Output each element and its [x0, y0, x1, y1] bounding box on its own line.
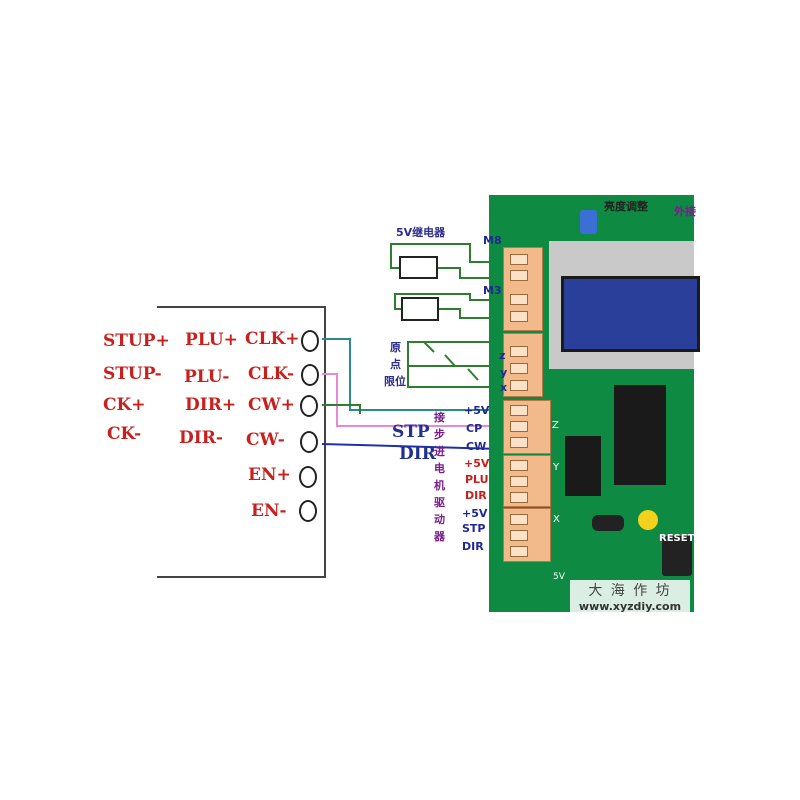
watermark-url: www.xyzdiy.com: [578, 600, 682, 613]
header-pin: [510, 405, 528, 416]
buzzer: [638, 510, 658, 530]
terminal-cw-plus: [300, 395, 318, 417]
terminal-cw-minus: [300, 431, 318, 453]
axis-letter-x: X: [553, 514, 560, 525]
alt-label-stup-plus: STUP+: [103, 331, 170, 351]
header-pin: [510, 460, 528, 471]
alt-label-dir-plus: DIR+: [185, 395, 237, 415]
clk-minus-wire: [322, 373, 500, 427]
terminal-label-cw-minus: CW-: [246, 430, 285, 450]
limit-label-1: 原: [390, 341, 401, 354]
terminal-label-cw-plus: CW+: [248, 395, 295, 415]
watermark-cn: 大 海 作 坊: [588, 583, 672, 599]
m3-label: M3: [483, 284, 502, 297]
reset-label: RESET: [659, 533, 695, 544]
header-pin: [510, 254, 528, 265]
header-pin: [510, 514, 528, 525]
reset-button: [662, 536, 692, 576]
header-pin: [510, 530, 528, 541]
header-pin: [510, 380, 528, 391]
limit-switch-x: [467, 368, 479, 381]
driver-box-outline: [157, 306, 326, 578]
external-label: 外接: [674, 205, 696, 218]
connect-label-6: 驱: [434, 496, 445, 509]
fivev-label: 5V: [553, 572, 565, 582]
terminal-label-clk-minus: CLK-: [248, 364, 295, 384]
y-group-5v: +5V: [464, 457, 490, 470]
alt-label-ck-minus: CK-: [107, 424, 142, 444]
connect-label-4: 电: [434, 462, 445, 475]
alt-label-dir-minus: DIR-: [179, 428, 223, 448]
lcd-screen: [561, 276, 700, 352]
z-group-5v: +5V: [462, 507, 488, 520]
limit-label-3: 限位: [384, 375, 406, 388]
alt-label-plu-minus: PLU-: [184, 367, 230, 387]
terminal-label-en-plus: EN+: [248, 465, 291, 485]
connect-label-8: 器: [434, 530, 445, 543]
terminal-en-plus: [299, 466, 317, 488]
connect-label-3: 进: [434, 445, 445, 458]
header-pin: [510, 492, 528, 503]
terminal-label-clk-plus: CLK+: [245, 329, 300, 349]
alt-label-stup-minus: STUP-: [103, 364, 162, 384]
m8-label: M8: [483, 234, 502, 247]
connect-label-7: 动: [434, 513, 445, 526]
limit-axis-y: y: [500, 366, 508, 379]
clk-plus-wire: [322, 338, 500, 411]
terminal-label-en-minus: EN-: [251, 501, 287, 521]
stp-label: STP: [392, 422, 430, 442]
terminal-clk-plus: [301, 330, 319, 352]
cw-minus-wire: [321, 443, 501, 450]
relay-m8-wire-b: [437, 267, 495, 279]
connect-label-1: 接: [434, 411, 445, 424]
capacitor: [592, 515, 624, 531]
limit-switch-y: [444, 354, 456, 367]
ic-chip-driver: [565, 436, 601, 496]
relay-label: 5V继电器: [396, 226, 446, 239]
dir-label: DIR: [399, 444, 436, 464]
terminal-en-minus: [299, 500, 317, 522]
alt-label-plu-plus: PLU+: [185, 330, 238, 350]
y-group-dir: DIR: [465, 489, 487, 502]
x-group-cw: CW: [466, 440, 487, 453]
relay-m8: [399, 256, 438, 279]
z-group-dir: DIR: [462, 540, 484, 553]
header-pin: [510, 346, 528, 357]
alt-label-ck-plus: CK+: [103, 395, 146, 415]
cw-plus-wire: [322, 404, 361, 414]
limit-switch-z: [423, 341, 435, 353]
header-pin: [510, 421, 528, 432]
x-group-cp: CP: [466, 422, 483, 435]
relay-m3-wire-b: [438, 308, 495, 319]
header-pin: [510, 476, 528, 487]
relay-m8-wire: [390, 243, 495, 269]
header-pin: [510, 437, 528, 448]
relay-m3: [401, 297, 439, 321]
axis-letter-y: Y: [553, 462, 560, 473]
connect-label-2: 步: [434, 428, 445, 441]
watermark: 大 海 作 坊 www.xyzdiy.com: [570, 580, 690, 614]
trimmer-pot: [580, 210, 597, 234]
z-group-stp: STP: [462, 522, 486, 535]
limit-axis-x: x: [500, 381, 508, 394]
terminal-clk-minus: [301, 364, 319, 386]
limit-common-wire: [407, 341, 496, 388]
ic-chip-main: [614, 385, 666, 485]
y-group-plu: PLU: [465, 473, 489, 486]
brightness-label: 亮度调整: [604, 200, 648, 213]
x-group-5v: +5V: [464, 404, 490, 417]
header-pin: [510, 294, 528, 305]
axis-letter-z: Z: [552, 420, 559, 431]
relay-m3-wire: [394, 293, 495, 310]
header-pin: [510, 311, 528, 322]
header-pin: [510, 270, 528, 281]
header-pin: [510, 546, 528, 557]
header-pin: [510, 363, 528, 374]
limit-axis-z: z: [499, 349, 506, 362]
connect-label-5: 机: [434, 479, 445, 492]
limit-label-2: 点: [390, 358, 401, 371]
